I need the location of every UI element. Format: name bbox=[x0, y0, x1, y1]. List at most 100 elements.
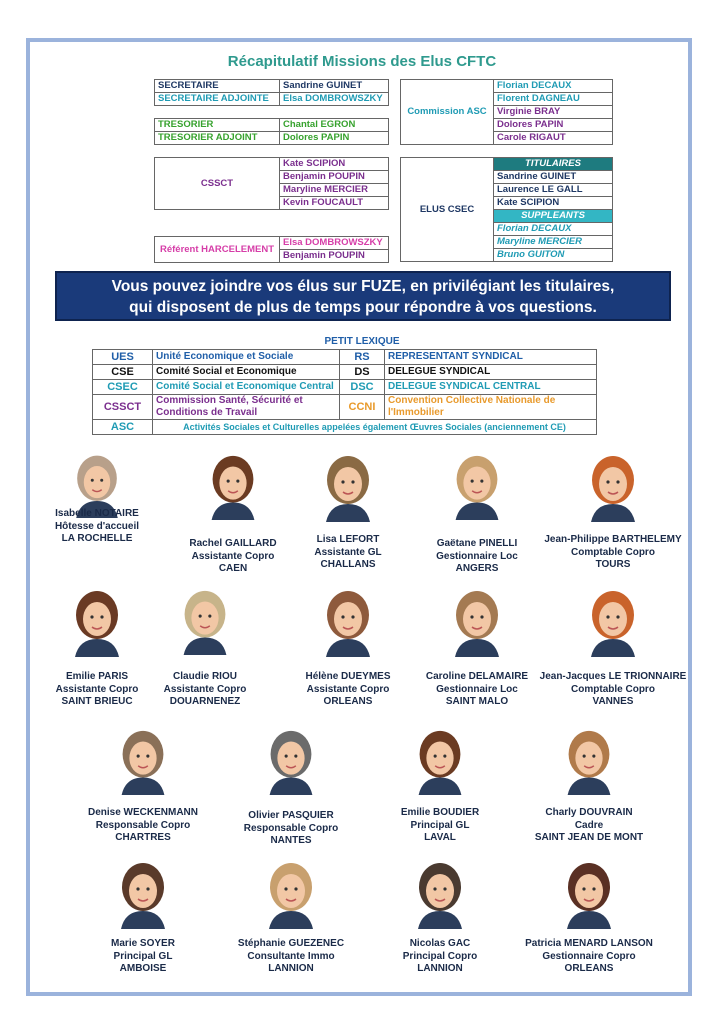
lexique-abbr: RS bbox=[339, 349, 385, 365]
person-name: Caroline DELAMAIRE bbox=[425, 671, 529, 682]
person-city: CAEN bbox=[218, 563, 248, 574]
person-photo bbox=[410, 725, 470, 795]
cssct-label: CSSCT bbox=[154, 157, 280, 210]
person-photo bbox=[261, 725, 321, 795]
person-photo bbox=[318, 450, 378, 522]
person-role: Gestionnaire Copro bbox=[542, 950, 636, 962]
lexique-definition: Comité Social et Economique Central bbox=[152, 379, 340, 395]
person-city: AMBOISE bbox=[119, 963, 167, 974]
role-cell: SECRETAIRE bbox=[154, 79, 280, 93]
person-role: Assistante Copro bbox=[306, 683, 390, 695]
person-name: Emilie BOUDIER bbox=[400, 807, 480, 818]
person-city: SAINT JEAN DE MONT bbox=[534, 832, 644, 843]
person-role: Principal GL bbox=[410, 819, 470, 831]
person-name: Jean-Jacques LE TRIONNAIRE bbox=[539, 671, 687, 682]
person-role: Responsable Copro bbox=[243, 822, 339, 834]
person-name: Claudie RIOU bbox=[173, 671, 237, 682]
person-name: Isabelle NOTAIRE bbox=[55, 508, 139, 519]
person-city: LAVAL bbox=[424, 832, 456, 843]
lexique-abbr: UES bbox=[92, 349, 153, 365]
person-city: ORLEANS bbox=[323, 696, 373, 707]
lexique-abbr: CSEC bbox=[92, 379, 153, 395]
name-cell: Florian DECAUX bbox=[493, 222, 613, 236]
person-name: Jean-Philippe BARTHELEMY bbox=[544, 534, 682, 545]
person-name: Hélène DUEYMES bbox=[305, 671, 391, 682]
person-name: Nicolas GAC bbox=[409, 938, 471, 949]
person-photo bbox=[318, 585, 378, 657]
lexique-definition: REPRESENTANT SYNDICAL bbox=[384, 349, 597, 365]
person-role: Comptable Copro bbox=[571, 546, 655, 558]
name-cell: Florian DECAUX bbox=[493, 79, 613, 93]
person-name: Charly DOUVRAIN bbox=[545, 807, 633, 818]
person-name: Lisa LEFORT bbox=[316, 534, 380, 545]
person-photo bbox=[559, 852, 619, 934]
person-name: Patricia MENARD LANSON bbox=[525, 938, 653, 949]
name-cell: Laurence LE GALL bbox=[493, 183, 613, 197]
person-city: TOURS bbox=[595, 559, 631, 570]
person-city: LANNION bbox=[268, 963, 314, 974]
person-city: SAINT BRIEUC bbox=[61, 696, 133, 707]
person-photo bbox=[583, 585, 643, 657]
person-role: Assistante Copro bbox=[163, 683, 247, 695]
asc-label: Commission ASC bbox=[400, 79, 494, 145]
person-role: Consultante Immo bbox=[247, 950, 335, 962]
person-role: Hôtesse d'accueil bbox=[54, 520, 140, 532]
lexique-definition: DELEGUE SYNDICAL CENTRAL bbox=[384, 379, 597, 395]
person-city: LANNION bbox=[417, 963, 463, 974]
name-cell: Sandrine GUINET bbox=[493, 170, 613, 184]
lexique-abbr: ASC bbox=[92, 419, 153, 435]
person-photo bbox=[261, 852, 321, 934]
person-city: CHARTRES bbox=[115, 832, 171, 843]
person-role: Principal Copro bbox=[402, 950, 478, 962]
name-cell: Benjamin POUPIN bbox=[279, 249, 389, 263]
banner-line: qui disposent de plus de temps pour répo… bbox=[129, 299, 597, 316]
name-cell: Bruno GUITON bbox=[493, 248, 613, 262]
role-cell: TRESORIER bbox=[154, 118, 280, 132]
role-cell: TRESORIER ADJOINT bbox=[154, 131, 280, 145]
person-photo bbox=[447, 450, 507, 520]
person-role: Gestionnaire Loc bbox=[436, 683, 518, 695]
person-name: Olivier PASQUIER bbox=[248, 810, 334, 821]
name-cell: Kate SCIPION bbox=[493, 196, 613, 210]
person-photo bbox=[175, 585, 235, 655]
person-name: Marie SOYER bbox=[111, 938, 175, 949]
person-city: DOUARNENEZ bbox=[169, 696, 241, 707]
name-cell: Chantal EGRON bbox=[279, 118, 389, 132]
name-cell: Florent DAGNEAU bbox=[493, 92, 613, 106]
lexique-definition: Comité Social et Economique bbox=[152, 364, 340, 380]
person-photo bbox=[583, 450, 643, 522]
person-city: ORLEANS bbox=[564, 963, 614, 974]
lexique-definition: Convention Collective Nationale de l'Imm… bbox=[384, 394, 597, 420]
person-city: CHALLANS bbox=[320, 559, 376, 570]
lexique-abbr: CCNI bbox=[339, 394, 385, 420]
person-photo bbox=[203, 450, 263, 520]
name-cell: Elsa DOMBROWSZKY bbox=[279, 236, 389, 250]
lexique-abbr: DSC bbox=[339, 379, 385, 395]
person-city: VANNES bbox=[592, 696, 634, 707]
suppleants-header: SUPPLEANTS bbox=[493, 209, 613, 223]
name-cell: Maryline MERCIER bbox=[279, 183, 389, 197]
person-city: SAINT MALO bbox=[445, 696, 509, 707]
person-role: Principal GL bbox=[113, 950, 173, 962]
person-city: NANTES bbox=[270, 835, 312, 846]
csec-label: ELUS CSEC bbox=[400, 157, 494, 262]
person-role: Comptable Copro bbox=[571, 683, 655, 695]
